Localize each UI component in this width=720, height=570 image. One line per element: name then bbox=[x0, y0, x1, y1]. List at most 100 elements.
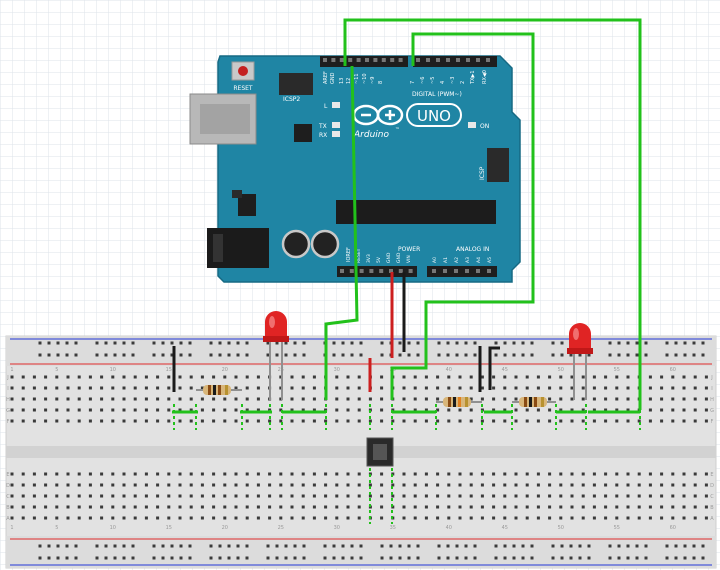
breadboard-hole bbox=[346, 472, 350, 476]
breadboard-hole bbox=[21, 483, 25, 487]
rail-hole bbox=[113, 544, 117, 548]
breadboard-hole bbox=[200, 483, 204, 487]
breadboard-hole bbox=[256, 419, 260, 423]
breadboard-hole bbox=[77, 419, 81, 423]
breadboard-hole bbox=[167, 386, 171, 390]
push-button-cap[interactable] bbox=[373, 444, 387, 460]
breadboard-hole bbox=[234, 408, 238, 412]
breadboard-hole bbox=[660, 386, 664, 390]
rail-hole bbox=[284, 544, 288, 548]
power-pin-label: 5V bbox=[376, 256, 382, 263]
breadboard-hole bbox=[178, 516, 182, 520]
breadboard-hole bbox=[21, 386, 25, 390]
breadboard-hole bbox=[55, 483, 59, 487]
breadboard-hole bbox=[458, 516, 462, 520]
breadboard-hole bbox=[100, 472, 104, 476]
breadboard-hole bbox=[77, 516, 81, 520]
breadboard-hole bbox=[570, 375, 574, 379]
rail-hole bbox=[398, 556, 402, 560]
rail-hole bbox=[437, 341, 441, 345]
rail-hole bbox=[179, 353, 183, 357]
breadboard-hole bbox=[245, 472, 249, 476]
column-number: 15 bbox=[166, 367, 172, 373]
breadboard-hole bbox=[10, 386, 14, 390]
breadboard-hole bbox=[268, 472, 272, 476]
row-label: J bbox=[6, 375, 8, 381]
breadboard-hole bbox=[301, 516, 305, 520]
rail-hole bbox=[227, 556, 231, 560]
rail-hole bbox=[341, 341, 345, 345]
breadboard-hole bbox=[189, 483, 193, 487]
breadboard-hole bbox=[380, 483, 384, 487]
breadboard-hole bbox=[536, 408, 540, 412]
breadboard-hole bbox=[604, 419, 608, 423]
breadboard-hole bbox=[200, 516, 204, 520]
breadboard-hole bbox=[682, 419, 686, 423]
rail-hole bbox=[551, 544, 555, 548]
breadboard-hole bbox=[637, 472, 641, 476]
wire-jumper-black-right-b bbox=[488, 346, 500, 390]
power-header bbox=[337, 266, 417, 277]
breadboard-hole bbox=[357, 483, 361, 487]
breadboard-hole bbox=[346, 516, 350, 520]
breadboard-hole bbox=[592, 408, 596, 412]
breadboard-hole bbox=[156, 408, 160, 412]
breadboard-hole bbox=[402, 516, 406, 520]
breadboard-hole bbox=[626, 494, 630, 498]
breadboard-hole bbox=[469, 397, 473, 401]
rail-hole bbox=[464, 353, 468, 357]
reset-button-cap[interactable] bbox=[238, 66, 248, 76]
breadboard-hole bbox=[234, 397, 238, 401]
digital-pin-label: 8 bbox=[378, 81, 384, 84]
rail-hole bbox=[530, 544, 534, 548]
breadboard-hole bbox=[335, 494, 339, 498]
usb-connector-inner bbox=[200, 104, 250, 134]
breadboard-hole bbox=[111, 408, 115, 412]
breadboard-hole bbox=[324, 505, 328, 509]
rail-hole bbox=[56, 544, 60, 548]
breadboard-hole bbox=[10, 375, 14, 379]
rail-hole bbox=[503, 544, 507, 548]
header-pin-hole bbox=[476, 269, 480, 273]
rail-hole bbox=[665, 544, 669, 548]
breadboard-hole bbox=[21, 516, 25, 520]
breadboard-hole bbox=[436, 375, 440, 379]
breadboard-hole bbox=[234, 494, 238, 498]
breadboard-hole bbox=[144, 408, 148, 412]
rail-hole bbox=[359, 544, 363, 548]
rail-hole bbox=[569, 544, 573, 548]
breadboard-hole bbox=[32, 494, 36, 498]
breadboard-hole bbox=[133, 386, 137, 390]
breadboard-hole bbox=[525, 505, 529, 509]
rail-hole bbox=[494, 544, 498, 548]
header-pin-hole bbox=[454, 269, 458, 273]
breadboard-hole bbox=[55, 419, 59, 423]
push-button-icon[interactable] bbox=[366, 437, 394, 467]
rail-hole bbox=[170, 556, 174, 560]
rail-hole bbox=[617, 556, 621, 560]
breadboard-hole bbox=[480, 419, 484, 423]
breadboard-hole bbox=[290, 483, 294, 487]
breadboard-hole bbox=[290, 505, 294, 509]
breadboard-hole bbox=[492, 505, 496, 509]
rail-hole bbox=[209, 353, 213, 357]
breadboard-hole bbox=[592, 494, 596, 498]
breadboard-hole bbox=[268, 483, 272, 487]
resistor-left-band-4 bbox=[225, 385, 228, 395]
breadboard-hole bbox=[615, 472, 619, 476]
breadboard-hole bbox=[693, 483, 697, 487]
rail-hole bbox=[464, 556, 468, 560]
breadboard-hole bbox=[133, 505, 137, 509]
breadboard-hole bbox=[245, 419, 249, 423]
breadboard-hole bbox=[413, 397, 417, 401]
rail-hole bbox=[437, 353, 441, 357]
digital-label: DIGITAL (PWM~) bbox=[412, 91, 462, 98]
rail-hole bbox=[521, 353, 525, 357]
breadboard-hole bbox=[312, 386, 316, 390]
breadboard-hole bbox=[648, 408, 652, 412]
breadboard-hole bbox=[111, 494, 115, 498]
breadboard-hole bbox=[290, 408, 294, 412]
breadboard-hole bbox=[189, 386, 193, 390]
breadboard-hole bbox=[592, 397, 596, 401]
breadboard-hole bbox=[693, 472, 697, 476]
